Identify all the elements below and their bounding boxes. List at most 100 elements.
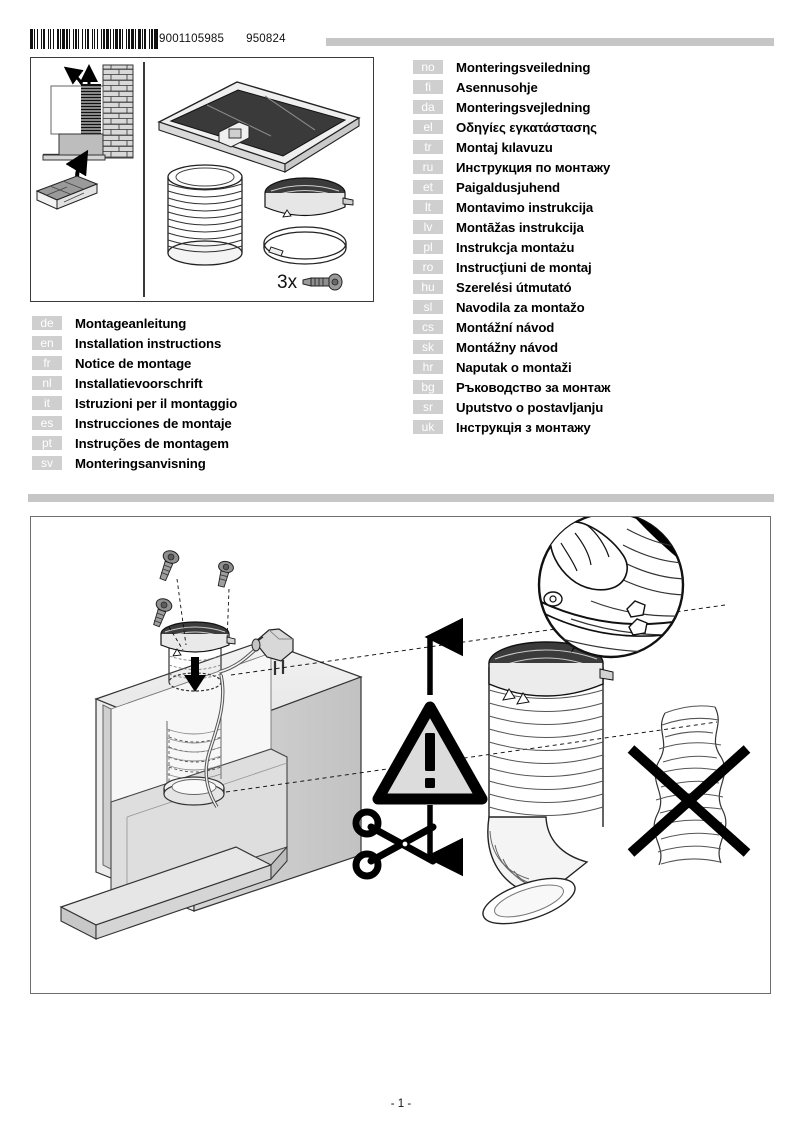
language-row: da Monteringsvejledning [413, 97, 610, 117]
part-vent-cap [264, 177, 354, 218]
language-title: Installation instructions [75, 335, 222, 351]
screw-quantity-label: 3x [277, 272, 298, 293]
filter-cassette [35, 175, 99, 210]
language-code: hr [413, 360, 443, 374]
language-code: fr [32, 356, 62, 370]
power-cable-with-plug [204, 628, 294, 808]
language-code: ro [413, 260, 443, 274]
language-title: Monteringsanvisning [75, 455, 206, 471]
detail-zoom-circle [537, 517, 685, 659]
language-row: et Paigaldusjuhend [413, 177, 610, 197]
language-title: Montavimo instrukcija [456, 199, 594, 215]
language-row: hu Szerelési útmutató [413, 277, 610, 297]
language-title: Installatievoorschrift [75, 375, 203, 391]
language-row: sk Montážny návod [413, 337, 610, 357]
language-code: es [32, 416, 62, 430]
language-code: pl [413, 240, 443, 254]
part-screw-icon [302, 273, 343, 291]
language-title: Naputak o montaži [456, 359, 572, 375]
language-code: sk [413, 340, 443, 354]
scissors-icon [352, 808, 437, 880]
language-code: hu [413, 280, 443, 294]
language-code: bg [413, 380, 443, 394]
part-filter-panel [157, 81, 361, 173]
language-code: fi [413, 80, 443, 94]
language-code: et [413, 180, 443, 194]
language-row: sv Monteringsanvisning [32, 453, 237, 473]
language-code: da [413, 100, 443, 114]
language-row: lt Montavimo instrukcija [413, 197, 610, 217]
language-code: sv [32, 456, 62, 470]
language-title: Asennusohje [456, 79, 538, 95]
barcode-row: 9001105985 950824 [30, 28, 286, 50]
language-code: sr [413, 400, 443, 414]
figure-installation-steps [30, 516, 771, 994]
installation-illustration [59, 517, 751, 940]
language-title: Monteringsveiledning [456, 59, 591, 75]
duct-stripes [81, 84, 101, 136]
language-title: Instruções de montagem [75, 435, 229, 451]
language-title: Ръководство за монтаж [456, 379, 611, 395]
language-title: Інструкція з монтажу [456, 419, 591, 435]
language-title: Szerelési útmutató [456, 279, 572, 295]
language-row: it Istruzioni per il montaggio [32, 393, 237, 413]
language-row: cs Montážní návod [413, 317, 610, 337]
diagram-recirculation-hood [35, 64, 134, 210]
language-row: fi Asennusohje [413, 77, 610, 97]
language-row: pt Instruções de montagem [32, 433, 237, 453]
language-title: Instrukcja montażu [456, 239, 575, 255]
language-code: en [32, 336, 62, 350]
barcode-number: 9001105985 [159, 33, 225, 45]
language-title: Montageanleitung [75, 315, 187, 331]
language-row: lv Montāžas instrukcija [413, 217, 610, 237]
language-list-right: no Monteringsveiledning fi Asennusohje d… [413, 57, 610, 437]
language-title: Instrucţiuni de montaj [456, 259, 592, 275]
language-code: cs [413, 320, 443, 334]
language-row: bg Ръководство за монтаж [413, 377, 610, 397]
language-title: Notice de montage [75, 355, 192, 371]
language-code: pt [32, 436, 62, 450]
language-code: ru [413, 160, 443, 174]
duct-top-with-cap [160, 621, 236, 692]
page-number: - 1 - [390, 1098, 412, 1110]
language-code: no [413, 60, 443, 74]
language-row: ro Instrucţiuni de montaj [413, 257, 610, 277]
figure-divider [143, 62, 145, 297]
language-row: pl Instrukcja montażu [413, 237, 610, 257]
language-title: Uputstvo o postavljanju [456, 399, 604, 415]
language-code: nl [32, 376, 62, 390]
language-row: ru Инструкция по монтажу [413, 157, 610, 177]
language-title: Инструкция по монтажу [456, 159, 611, 175]
mounting-screws [153, 550, 234, 651]
figure-parts-overview [30, 57, 374, 302]
language-code: it [32, 396, 62, 410]
language-code: uk [413, 420, 443, 434]
language-row: sl Navodila za montažo [413, 297, 610, 317]
language-title: Paigaldusjuhend [456, 179, 561, 195]
language-row: nl Installatievoorschrift [32, 373, 237, 393]
language-row: es Instrucciones de montaje [32, 413, 237, 433]
language-title: Instrucciones de montaje [75, 415, 232, 431]
compressed-duct-forbidden [627, 705, 751, 866]
language-title: Οδηγίες εγκατάστασης [456, 119, 597, 135]
language-code: tr [413, 140, 443, 154]
language-row: en Installation instructions [32, 333, 237, 353]
language-row: el Οδηγίες εγκατάστασης [413, 117, 610, 137]
language-row: de Montageanleitung [32, 313, 237, 333]
language-list-left: de Montageanleitung en Installation inst… [32, 313, 237, 473]
language-row: uk Інструкція з монтажу [413, 417, 610, 437]
language-title: Montaj kılavuzu [456, 139, 553, 155]
document-date: 950824 [246, 33, 286, 45]
duct-assembly-right [482, 641, 614, 925]
header-rule [326, 38, 774, 46]
language-code: sl [413, 300, 443, 314]
language-row: no Monteringsveiledning [413, 57, 610, 77]
language-title: Montāžas instrukcija [456, 219, 584, 235]
language-row: hr Naputak o montaži [413, 357, 610, 377]
height-warning [372, 617, 488, 877]
language-row: tr Montaj kılavuzu [413, 137, 610, 157]
language-title: Istruzioni per il montaggio [75, 395, 238, 411]
diagram-supplied-parts [157, 81, 361, 291]
language-title: Montážny návod [456, 339, 558, 355]
